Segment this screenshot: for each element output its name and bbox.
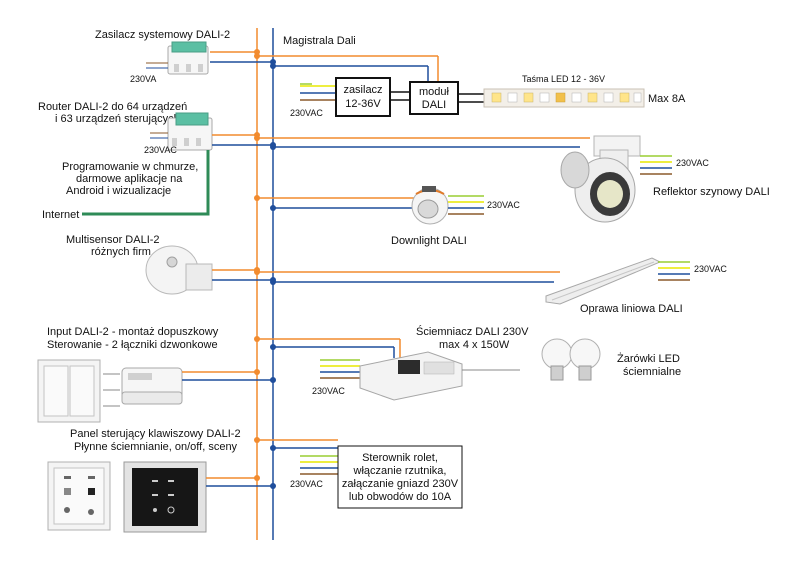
bulbs-label-2: ściemnialne [623,366,681,378]
track-spotlight: 230VAC Reflektor szynowy DALI [254,135,770,223]
bus-label: Magistrala Dali [283,35,356,47]
dali-router: Router DALI-2 do 64 urządzeń i 63 urządz… [38,101,276,221]
router-title-1: Router DALI-2 do 64 urządzeń [38,101,187,113]
led-power-supply-box [335,77,391,117]
relay-controller: 230VAC Sterownik rolet, włączanie rzutni… [254,437,463,509]
dimmer-voltage: 230VAC [312,386,345,396]
control-panel: Panel sterujący klawiszowy DALI-2 Płynne… [47,428,276,533]
router-cloud-2: darmowe aplikacje na [76,173,183,185]
linear-voltage: 230VAC [694,264,727,274]
dali-dimmer: Ściemniacz DALI 230V max 4 x 150W 230VAC… [254,325,681,401]
panel-title-2: Płynne ściemnianie, on/off, sceny [74,441,238,453]
downlight: 230VAC Downlight DALI [254,186,520,247]
led-supply-label-1: zasilacz [343,84,382,96]
relay-label-1: Sterownik rolet, [362,452,438,464]
led-bulbs-image [541,338,601,381]
sensor-image [145,245,213,295]
multisensor: Multisensor DALI-2 różnych firm [66,234,276,295]
input-module-image [121,367,183,405]
system-psu: Zasilacz systemowy DALI-2 230VA [95,29,276,84]
led-strip-branch: 230VAC zasilacz 12-36V moduł DALI Taśma … [254,53,686,118]
downlight-voltage: 230VAC [487,200,520,210]
relay-label-3: załączanie gniazd 230V [342,478,459,490]
bulbs-label-1: Żarówki LED [617,352,680,365]
spotlight-label: Reflektor szynowy DALI [653,186,770,198]
linear-label: Oprawa liniowa DALI [580,303,683,315]
router-cloud-1: Programowanie w chmurze, [62,161,198,173]
relay-label-4: lub obwodów do 10A [349,491,452,503]
dimmer-title-1: Ściemniacz DALI 230V [416,325,529,338]
led-strip-max: Max 8A [648,93,686,105]
router-cloud-3: Android i wizualizacje [66,185,171,197]
linear-luminaire-image [545,257,662,305]
psu-device-image [167,41,209,75]
psu-title: Zasilacz systemowy DALI-2 [95,29,230,41]
downlight-image [411,186,449,225]
led-supply-label-2: 12-36V [345,98,381,110]
router-device-image [167,112,213,151]
relay-controller-box [337,445,463,509]
led-supply-voltage: 230VAC [290,108,323,118]
dali-module-label-2: DALI [422,99,446,111]
spotlight-voltage: 230VAC [676,158,709,168]
dali-module-box [409,81,459,115]
led-strip-image [483,88,645,108]
internet-link [82,150,210,216]
sensor-title-2: różnych firm [91,246,151,258]
input-title-1: Input DALI-2 - montaż dopuszkowy [47,326,219,338]
dali-module-label-1: moduł [419,86,450,98]
input-title-2: Sterowanie - 2 łączniki dzwonkowe [47,339,218,351]
router-title-2: i 63 urządzeń sterujących [55,113,180,125]
panel-black-image [123,461,207,533]
dali-input: Input DALI-2 - montaż dopuszkowy Sterowa… [37,326,276,423]
dali-bus: Magistrala Dali [256,28,356,540]
downlight-label: Downlight DALI [391,235,467,247]
led-strip-title: Taśma LED 12 - 36V [522,74,605,84]
panel-white-image [47,461,111,531]
spotlight-image [560,135,641,223]
panel-title-1: Panel sterujący klawiszowy DALI-2 [70,428,241,440]
relay-voltage: 230VAC [290,479,323,489]
sensor-title-1: Multisensor DALI-2 [66,234,160,246]
dimmer-image [359,351,463,401]
psu-voltage: 230VA [130,74,156,84]
relay-label-2: włączanie rzutnika, [353,465,447,477]
linear-luminaire: 230VAC Oprawa liniowa DALI [254,257,727,315]
dimmer-title-2: max 4 x 150W [439,339,510,351]
bell-switch-image [37,359,101,423]
internet-label: Internet [42,209,79,221]
router-voltage: 230VAC [144,145,177,155]
